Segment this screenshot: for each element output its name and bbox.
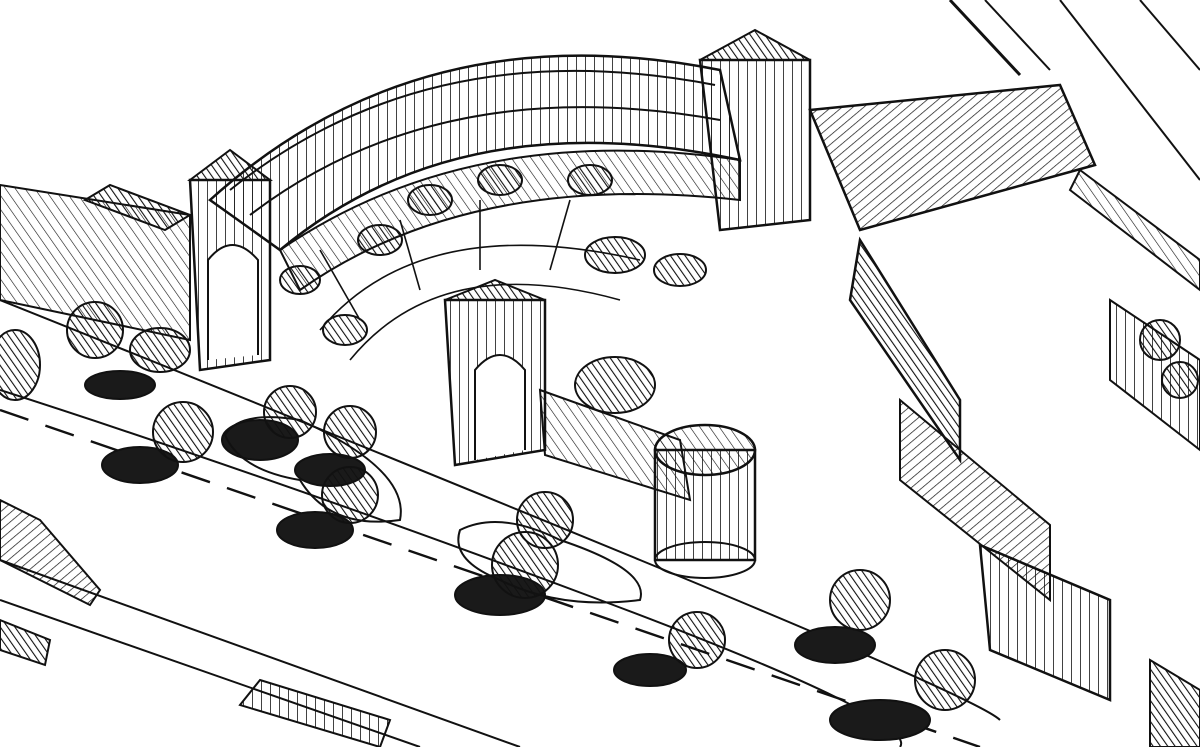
bridge-walkway: [808, 0, 1200, 232]
left-stairs: [0, 498, 392, 747]
right-building: [848, 168, 1200, 747]
left-building: [0, 183, 193, 342]
courtyard-paving: [319, 199, 641, 361]
planter-outlines: [223, 416, 642, 604]
right-tower: [698, 28, 812, 232]
left-tower: [187, 148, 273, 372]
central-gate: [443, 278, 692, 502]
round-pavilion: [653, 423, 757, 579]
